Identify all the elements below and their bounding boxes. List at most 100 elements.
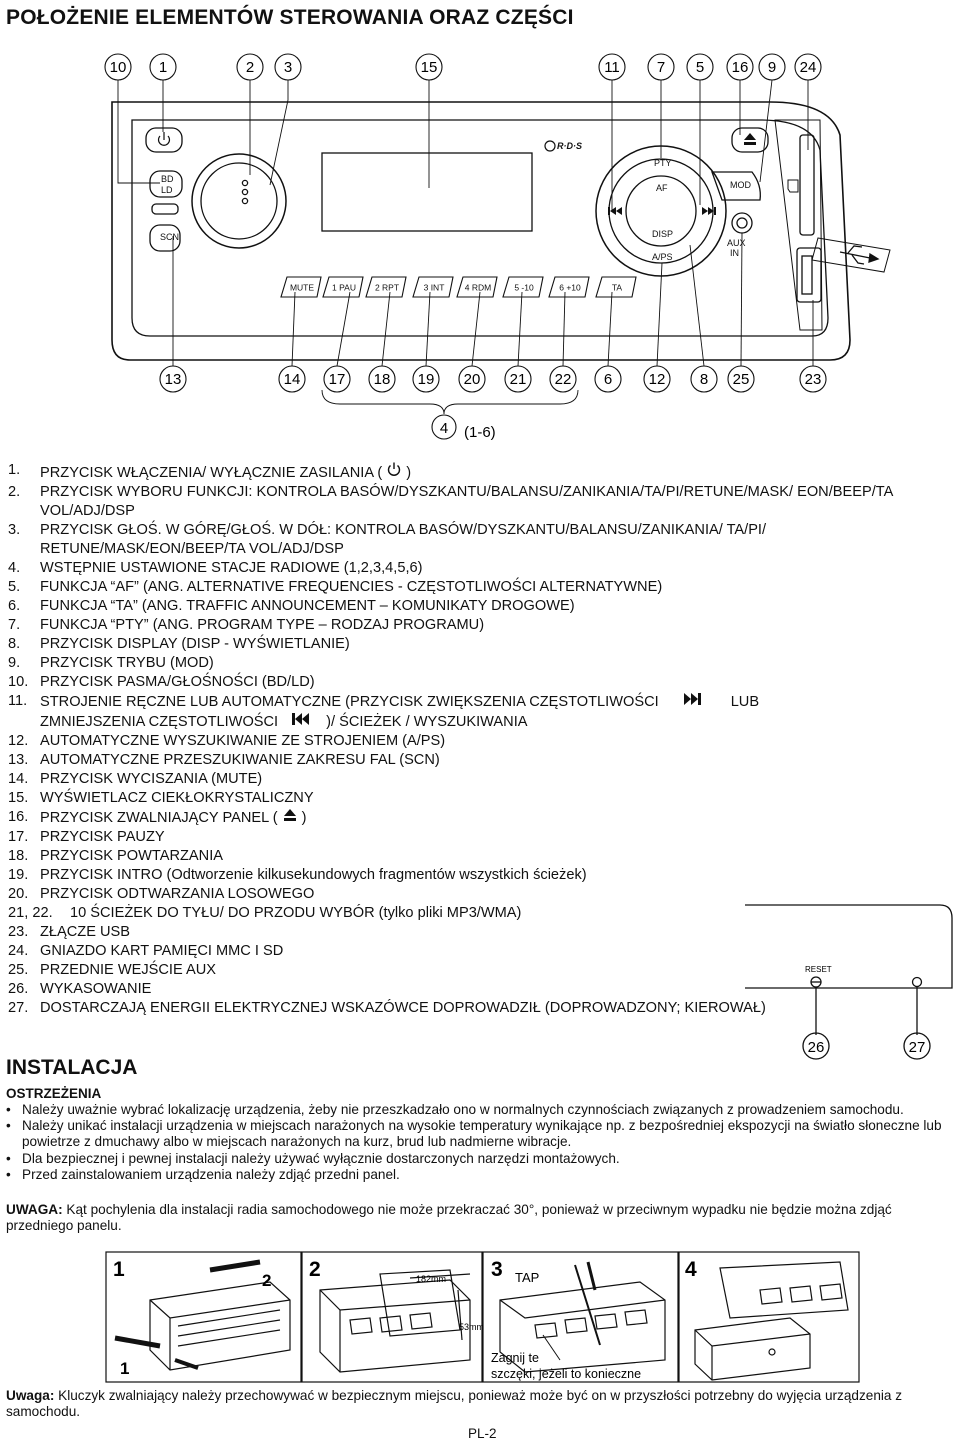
legend-number: 19.	[8, 867, 29, 883]
legend-text: ZŁĄCZE USB	[40, 923, 958, 942]
eject-icon[interactable]	[744, 133, 756, 145]
install-title: INSTALACJA	[6, 1056, 138, 1079]
legend-text-part: WYKASOWANIE	[40, 981, 152, 997]
warning-heading: OSTRZEŻENIA	[6, 1086, 102, 1101]
preset-button[interactable]	[456, 276, 498, 298]
preset-button[interactable]	[595, 276, 637, 298]
preset-button-label: 5 -10	[514, 283, 534, 293]
legend-item: 18.PRZYCISK POWTARZANIA	[8, 847, 958, 866]
legend-text: PRZYCISK DISPLAY (DISP - WYŚWIETLANIE)	[40, 635, 958, 654]
legend-text-part: DOSTARCZAJĄ ENERGII ELEKTRYCZNEJ WSKAZÓW…	[40, 1000, 766, 1016]
legend-item: 1. PRZYCISK WŁĄCZENIA/ WYŁĄCZNIE ZASILANI…	[8, 461, 958, 483]
preset-button-label: MUTE	[290, 283, 314, 293]
legend-text: DOSTARCZAJĄ ENERGII ELEKTRYCZNEJ WSKAZÓW…	[40, 999, 958, 1018]
preset-button[interactable]	[412, 276, 454, 298]
callout-circle	[504, 365, 532, 393]
callout-circle	[323, 365, 351, 393]
preset-button-label: 3 INT	[424, 283, 445, 293]
next-track-icon	[683, 692, 703, 712]
callout-number: 5	[696, 59, 704, 76]
prev-track-icon[interactable]	[608, 207, 622, 215]
callout-number: 24	[800, 59, 817, 76]
eject-icon	[282, 808, 298, 828]
legend-item: 25. PRZEDNIE WEJŚCIE AUX	[8, 961, 958, 980]
legend-text-part: FUNKCJA “PTY” (ANG. PROGRAM TYPE – RODZA…	[40, 617, 485, 633]
step-1-label: 2	[262, 1271, 271, 1290]
legend-text: FUNKCJA “TA” (ANG. TRAFFIC ANNOUNCEMENT …	[40, 597, 958, 616]
rds-logo: R·D·S	[544, 140, 582, 152]
callout-circle	[278, 365, 306, 393]
callout-number: 9	[768, 59, 776, 76]
warning-item: Przed zainstalowaniem urządzenia należy …	[6, 1167, 956, 1183]
callout-circle	[758, 53, 786, 81]
note-bottom-label: Uwaga:	[6, 1388, 55, 1403]
callout-number: 1	[159, 59, 167, 76]
callout-number: 21	[510, 371, 527, 388]
legend-item: 15.WYŚWIETLACZ CIEKŁOKRYSTALICZNY	[8, 789, 958, 808]
callout-circle	[794, 53, 822, 81]
legend-number: 3.	[8, 522, 21, 538]
legend-number: 18.	[8, 848, 29, 864]
legend-number: 1.	[8, 462, 21, 478]
callout-number: 22	[555, 371, 572, 388]
preset-button[interactable]	[280, 276, 322, 298]
preset-button[interactable]	[548, 276, 590, 298]
callout-circle	[149, 53, 177, 81]
parts-legend: 1. PRZYCISK WŁĄCZENIA/ WYŁĄCZNIE ZASILANI…	[8, 461, 958, 1018]
legend-number: 9.	[8, 655, 21, 671]
legend-number: 25.	[8, 962, 29, 978]
step-2-number: 2	[309, 1258, 321, 1281]
legend-number: 12.	[8, 733, 29, 749]
step-1-number: 1	[113, 1258, 125, 1281]
callout-number: 10	[110, 59, 127, 76]
preset-button[interactable]	[365, 276, 407, 298]
legend-number: 7.	[8, 617, 21, 633]
legend-text-part: PRZYCISK GŁOŚ. W GÓRĘ/GŁOŚ. W DÓŁ: KONTR…	[40, 522, 767, 557]
aux-label: AUX	[727, 238, 746, 248]
legend-number: 8.	[8, 636, 21, 652]
legend-text-part: PRZYCISK DISPLAY (DISP - WYŚWIETLANIE)	[40, 636, 350, 652]
legend-number: 4.	[8, 560, 21, 576]
callout-number: 19	[418, 371, 435, 388]
legend-text: FUNKCJA “PTY” (ANG. PROGRAM TYPE – RODZA…	[40, 616, 958, 635]
legend-text-part: )/ ŚCIEŻEK / WYSZUKIWANIA	[326, 714, 528, 730]
callout-circle	[686, 53, 714, 81]
release-key-note: Uwaga: Kluczyk zwalniający należy przech…	[6, 1388, 956, 1420]
callout-circle	[159, 365, 187, 393]
callout-circle	[643, 365, 671, 393]
next-track-icon[interactable]	[702, 207, 716, 215]
legend-text-part: PRZYCISK WYBORU FUNKCJI: KONTROLA BASÓW/…	[40, 484, 893, 519]
aps-label: A/PS	[652, 252, 673, 262]
legend-text: FUNKCJA “AF” (ANG. ALTERNATIVE FREQUENCI…	[40, 578, 958, 597]
power-icon[interactable]	[157, 132, 171, 146]
callout-circle	[412, 365, 440, 393]
legend-item: 2. PRZYCISK WYBORU FUNKCJI: KONTROLA BASÓ…	[8, 483, 958, 521]
step-3-tap-label: TAP	[515, 1270, 539, 1285]
callout-group: 4 (1-6)	[431, 414, 496, 441]
step-3-caption: szczęki, jeżeli to konieczne	[491, 1367, 641, 1381]
legend-text: GNIAZDO KART PAMIĘCI MMC I SD	[40, 942, 958, 961]
reset-label: RESET	[805, 965, 832, 974]
legend-text-part: PRZEDNIE WEJŚCIE AUX	[40, 962, 216, 978]
preset-button[interactable]	[322, 276, 364, 298]
legend-text: WYKASOWANIE	[40, 980, 958, 999]
legend-text: 10 ŚCIEŻEK DO TYŁU/ DO PRZODU WYBÓR (tyl…	[70, 904, 958, 923]
preset-button[interactable]	[502, 276, 544, 298]
legend-number: 2.	[8, 484, 21, 500]
legend-text-part: PRZYCISK INTRO (Odtworzenie kilkusekundo…	[40, 867, 587, 883]
callout-number: 14	[284, 371, 301, 388]
callout-circle	[458, 365, 486, 393]
scn-label: SCN	[160, 232, 179, 242]
legend-text-part: WYŚWIETLACZ CIEKŁOKRYSTALICZNY	[40, 790, 314, 806]
legend-text-part: PRZYCISK WŁĄCZENIA/ WYŁĄCZNIE ZASILANIA …	[40, 465, 383, 481]
callout-circle	[104, 53, 132, 81]
legend-text: PRZYCISK WŁĄCZENIA/ WYŁĄCZNIE ZASILANIA …	[40, 461, 958, 483]
callout-number: 13	[165, 371, 182, 388]
legend-item: 11.STROJENIE RĘCZNE LUB AUTOMATYCZNE (PR…	[8, 692, 958, 732]
callout-circle	[726, 53, 754, 81]
mod-label: MOD	[730, 180, 751, 190]
legend-text: PRZYCISK PAUZY	[40, 828, 958, 847]
